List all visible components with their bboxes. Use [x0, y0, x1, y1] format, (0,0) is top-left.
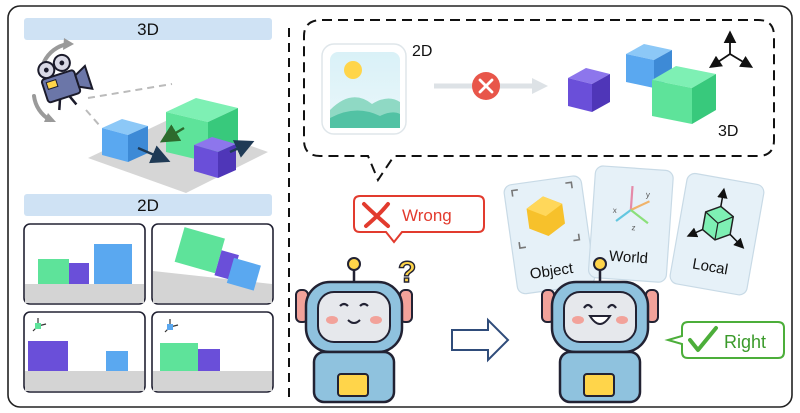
blue-cube — [102, 119, 148, 162]
purple-block — [69, 263, 89, 284]
header-2d-label: 2D — [137, 196, 159, 215]
header-3d-label: 3D — [137, 20, 159, 39]
label-2d: 2D — [412, 43, 432, 60]
green-block — [38, 259, 69, 284]
header-bar-2d — [24, 194, 272, 216]
card-world-label: World — [609, 248, 649, 268]
axes-3d-icon — [709, 30, 754, 68]
svg-text:z: z — [631, 223, 636, 232]
blocked-arrow — [434, 72, 548, 100]
green-cube-3d — [652, 66, 716, 124]
svg-text:x: x — [612, 206, 617, 215]
card-object-label: Object — [529, 260, 575, 283]
purple-cube-motion-arrow — [229, 140, 255, 158]
svg-text:y: y — [646, 190, 651, 199]
card-object: Object — [503, 175, 596, 295]
wrong-callout: Wrong — [353, 195, 485, 244]
robot-confused-icon: ? — [295, 255, 417, 404]
blue-block — [106, 351, 128, 371]
right-label: Right — [724, 332, 766, 352]
world-axes-icon: y x z — [612, 186, 651, 232]
transition-arrow-icon — [451, 317, 510, 363]
label-3d: 3D — [718, 123, 738, 140]
green-block — [160, 343, 198, 371]
scene-3d — [85, 83, 268, 193]
question-mark-icon: ? — [398, 256, 416, 289]
blue-block — [94, 244, 132, 284]
purple-cube-3d — [568, 68, 610, 112]
purple-block — [28, 341, 68, 371]
card-world: y x z World — [587, 165, 674, 283]
axis-icon — [164, 319, 179, 333]
image-2d-icon — [321, 43, 407, 135]
local-cube-icon — [686, 187, 745, 249]
check-icon — [688, 326, 718, 352]
right-callout: Right — [664, 321, 785, 359]
blue-cube-motion-arrow — [137, 145, 171, 164]
view-2d-top-right — [151, 223, 274, 305]
header-bar-3d — [24, 18, 272, 40]
green-cube-motion-arrow — [159, 124, 185, 143]
camera-ray-top — [87, 83, 173, 99]
purple-block — [198, 349, 220, 371]
view-2d-top-left — [23, 223, 146, 305]
card-local-label: Local — [691, 256, 729, 279]
view-2d-bottom-left — [23, 311, 146, 393]
view-2d-bottom-right — [151, 311, 274, 393]
movie-camera-icon — [32, 38, 94, 122]
axis-icon — [32, 318, 47, 332]
purple-cube — [194, 137, 236, 178]
wrong-label: Wrong — [402, 206, 452, 225]
card-local: Local — [669, 172, 765, 296]
camera-ray-bottom — [85, 109, 101, 127]
robot-happy-icon — [541, 257, 659, 404]
wrong-x-icon — [362, 202, 390, 228]
